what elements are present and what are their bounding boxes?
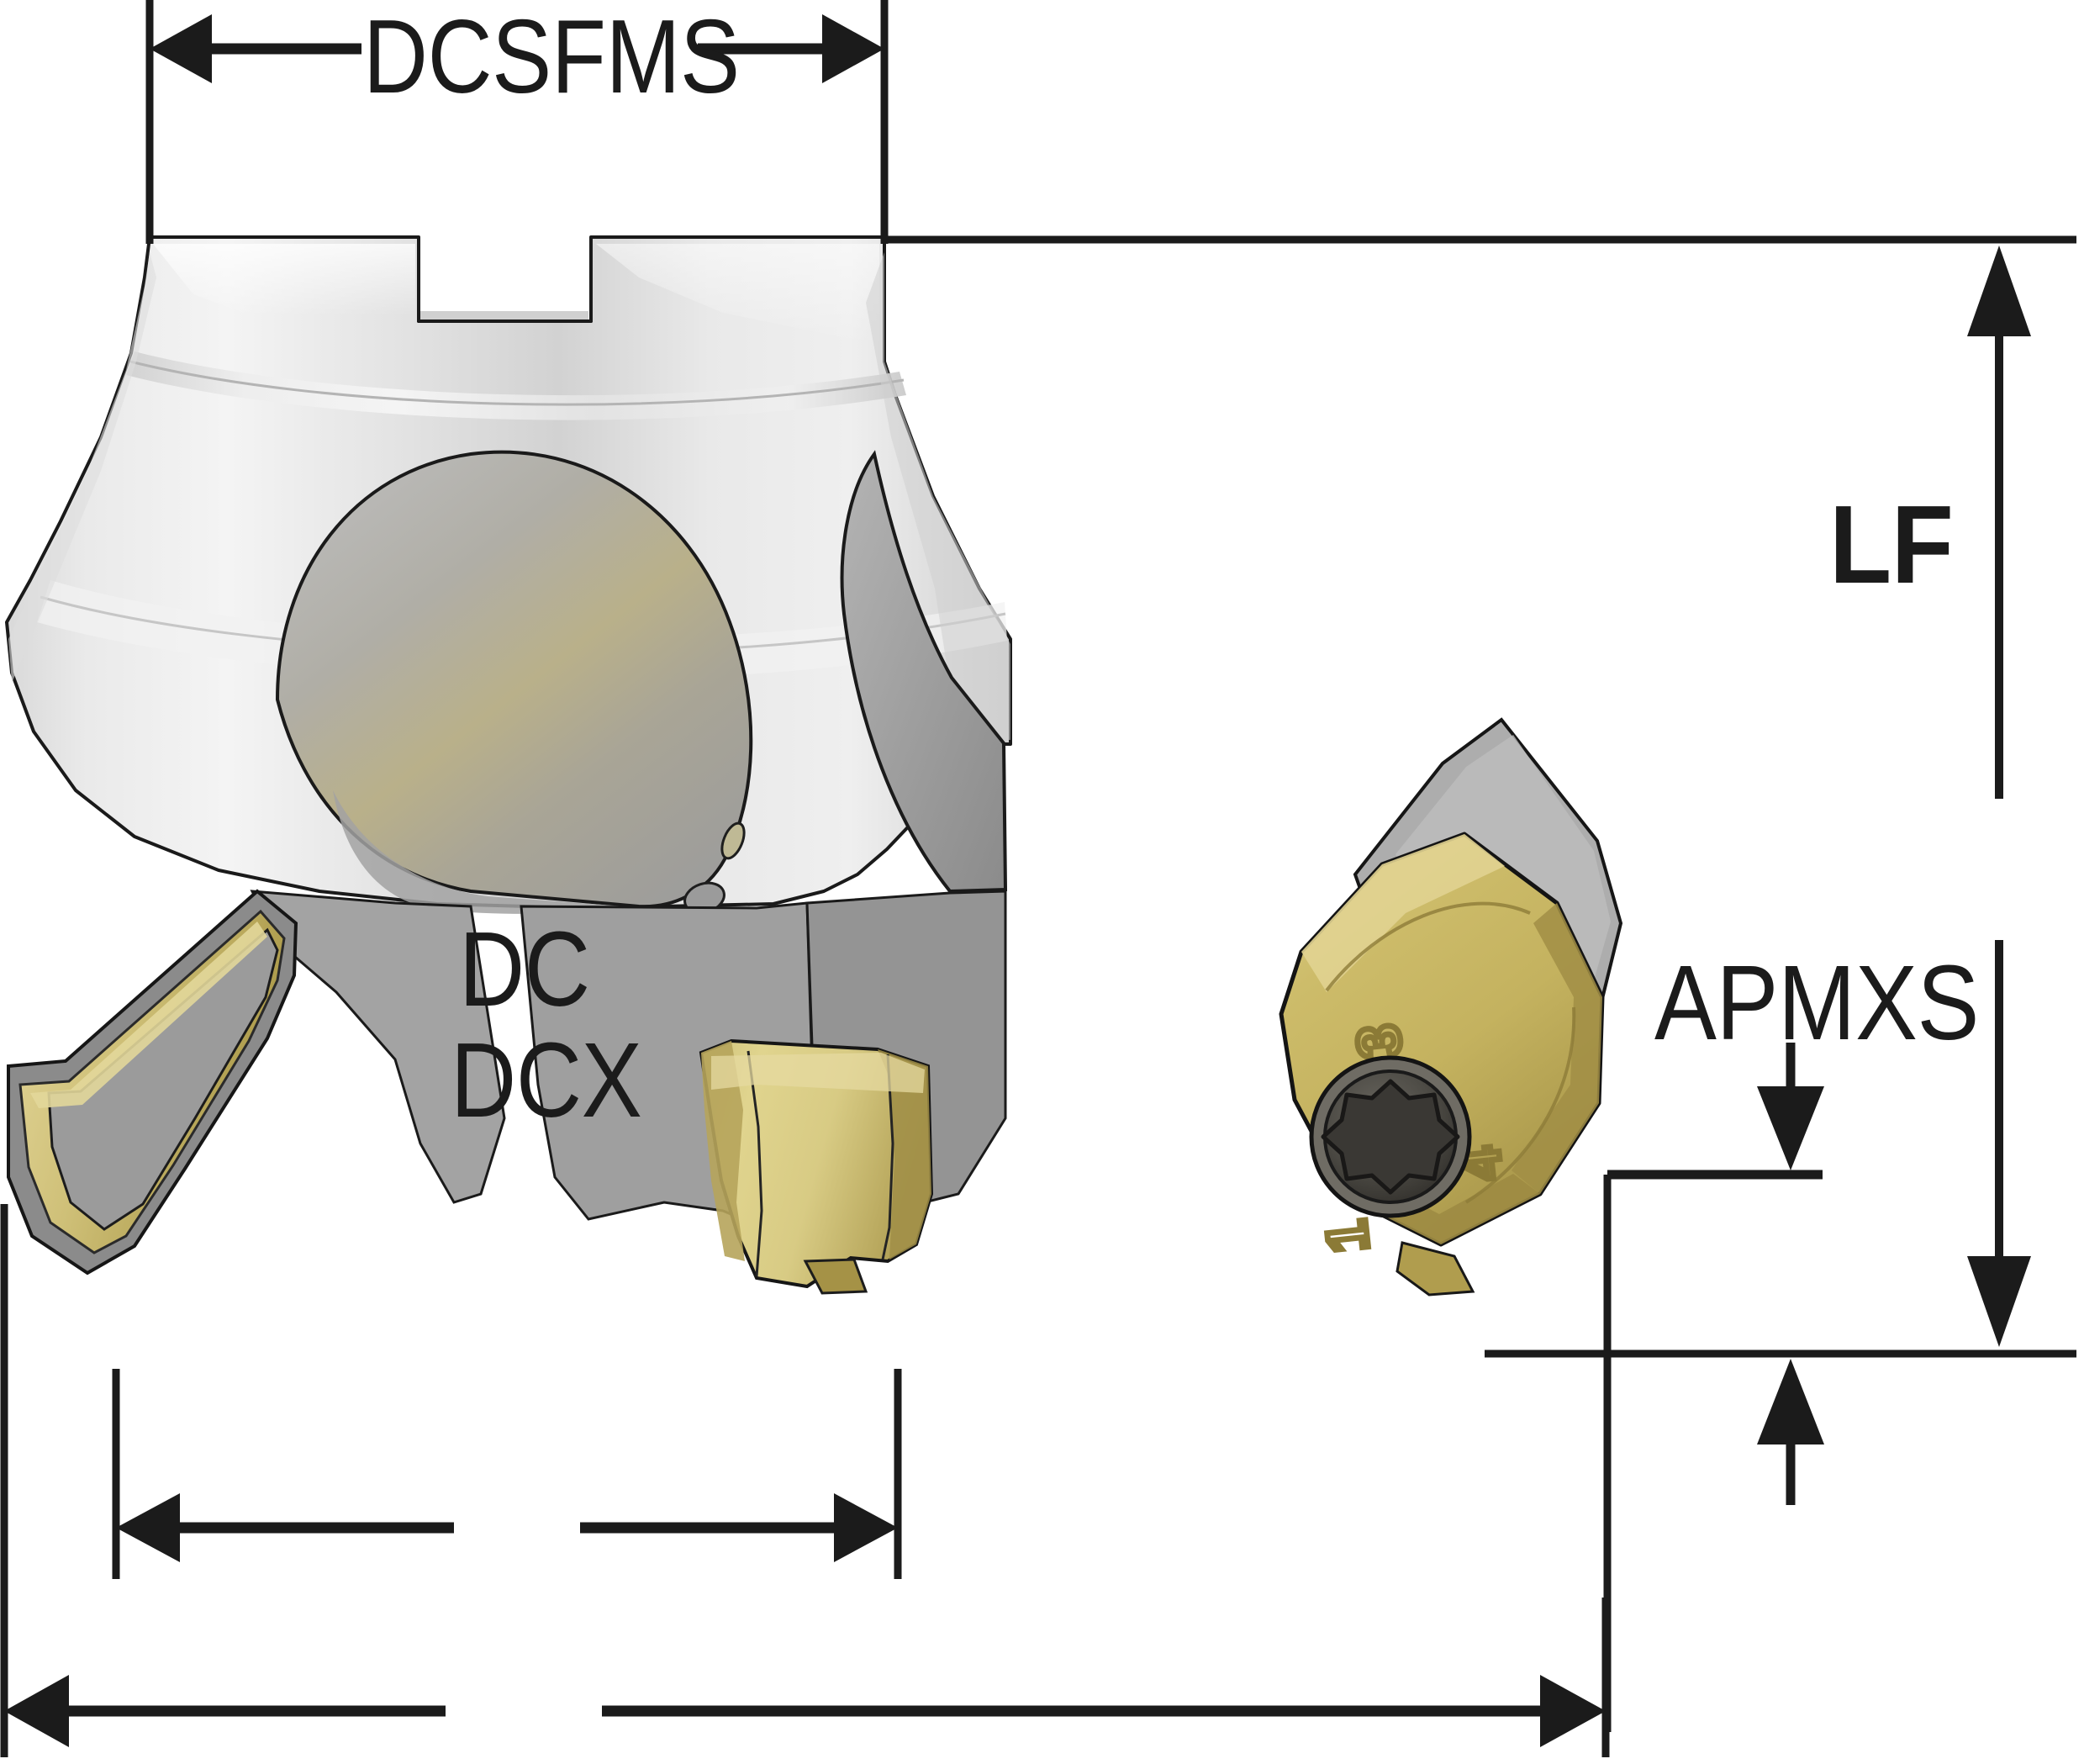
torx-screw — [1309, 1055, 1472, 1218]
lf-arrow-top — [1967, 246, 2031, 336]
chip-flute-left — [275, 450, 753, 914]
dcsfms-arrow-left — [150, 14, 212, 83]
dimension-dcx — [0, 1204, 1610, 1757]
dc-arrow-left — [116, 1493, 180, 1562]
dimension-dc — [112, 1369, 902, 1579]
insert-pocket-right — [840, 450, 1008, 894]
dimension-lf — [884, 235, 2076, 1358]
dcx-arrow-right — [1540, 1675, 1606, 1747]
apmxs-arrow-up — [1757, 1359, 1824, 1444]
insert-left — [7, 889, 298, 1275]
insert-right: 3 4 1 — [1279, 717, 1623, 1297]
lf-arrow-bottom — [1967, 1256, 2031, 1347]
dimension-apmxs — [1603, 1043, 1824, 1732]
insert-center — [699, 1038, 934, 1295]
apmxs-arrow-down — [1757, 1086, 1824, 1170]
dc-arrow-right — [834, 1493, 898, 1562]
dcsfms-arrow-right — [822, 14, 884, 83]
dcx-arrow-left — [4, 1675, 69, 1747]
dimension-dcsfms — [145, 0, 889, 244]
